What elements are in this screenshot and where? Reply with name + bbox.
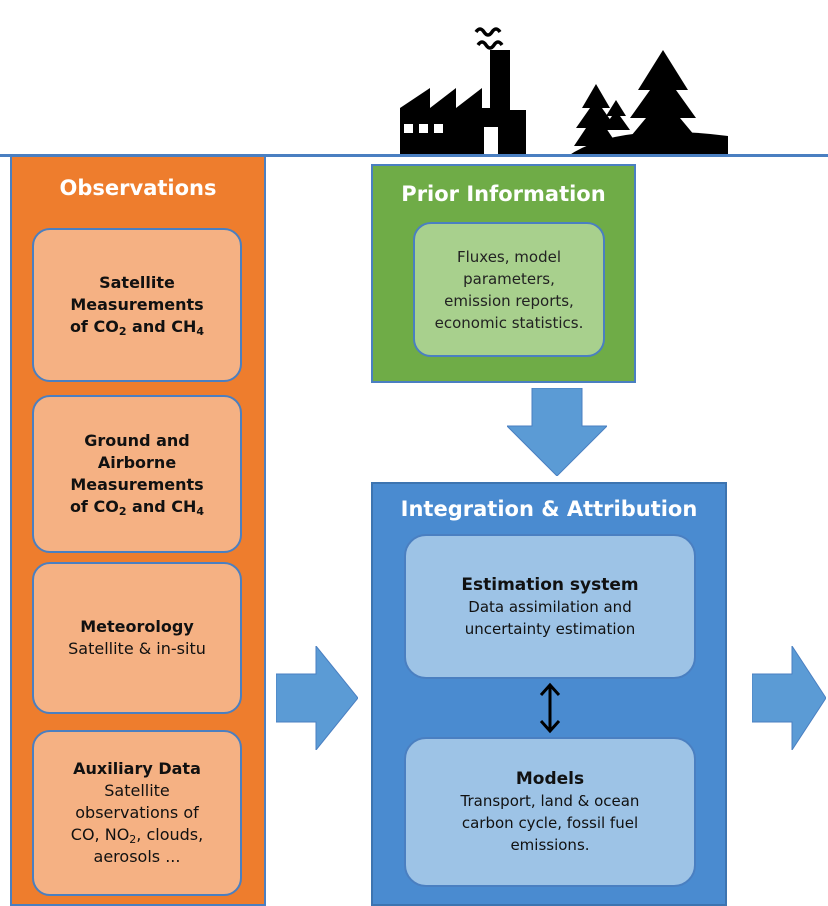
box-line: aerosols ... (93, 847, 181, 866)
trees-icon (568, 50, 728, 156)
box-line: Measurements (70, 475, 204, 494)
box-line: Airborne (97, 453, 177, 472)
prior-line: Fluxes, model parameters, (456, 247, 561, 288)
meteorology-box: Meteorology Satellite & in-situ (32, 562, 242, 714)
right-arrow (276, 646, 358, 750)
satellite-measurements-box: Satellite Measurements of CO2 and CH4 (32, 228, 242, 382)
box-title: Estimation system (461, 574, 639, 595)
auxiliary-data-box: Auxiliary Data Satellite observations of… (32, 730, 242, 896)
ground-airborne-box: Ground and Airborne Measurements of CO2 … (32, 395, 242, 553)
prior-line: economic statistics. (434, 313, 584, 332)
box-title: Auxiliary Data (73, 759, 201, 778)
divider-line (0, 154, 828, 157)
prior-line: emission reports, (444, 291, 574, 310)
estimation-system-box: Estimation system Data assimilation and … (404, 534, 696, 679)
box-line: Ground and (84, 431, 190, 450)
box-title: Models (515, 769, 585, 789)
box-title: Meteorology (80, 617, 194, 636)
double-arrow (539, 682, 561, 734)
chem-line: of CO2 and CH4 (69, 317, 205, 338)
factory-icon (400, 27, 526, 156)
box-line: Transport, land & ocean (460, 792, 640, 810)
observations-title: Observations (59, 176, 217, 200)
prior-details-box: Fluxes, model parameters, emission repor… (413, 222, 605, 357)
box-line: uncertainty estimation (464, 619, 636, 638)
box-line: Satellite (104, 781, 170, 800)
down-arrow (507, 388, 607, 476)
box-line: Measurements (70, 295, 204, 314)
right-arrow (752, 646, 826, 750)
box-line: Data assimilation and (468, 597, 632, 616)
chem-line: CO, NO2, clouds, (70, 825, 204, 846)
models-box: Models Transport, land & ocean carbon cy… (404, 737, 696, 887)
box-line: emissions. (510, 836, 590, 854)
box-line: carbon cycle, fossil fuel (461, 814, 639, 832)
box-line: observations of (75, 803, 199, 822)
box-line: Satellite (99, 273, 175, 292)
prior-title: Prior Information (401, 182, 606, 206)
integration-title: Integration & Attribution (400, 497, 698, 521)
chem-line: of CO2 and CH4 (69, 497, 205, 518)
box-subtitle: Satellite & in-situ (68, 639, 206, 658)
